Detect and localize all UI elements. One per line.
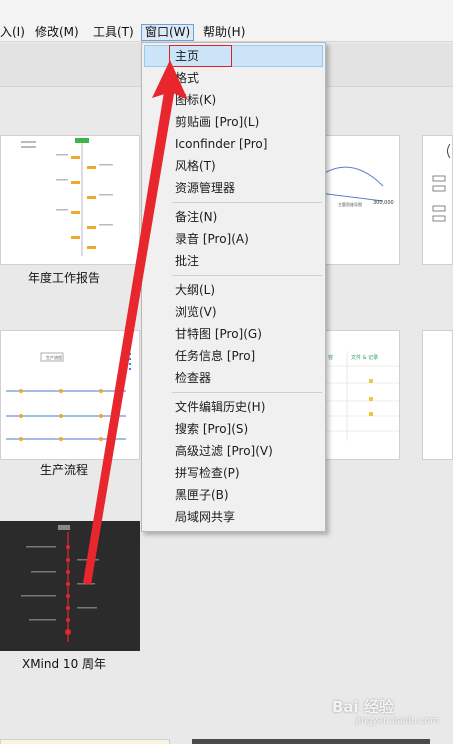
menu-item-format[interactable]: 格式 xyxy=(175,71,200,85)
menu-item-comments[interactable]: 批注 xyxy=(175,254,200,268)
template-caption: 年度工作报告 xyxy=(27,271,100,285)
menu-item-file-history[interactable]: 文件编辑历史(H) xyxy=(175,400,266,414)
template-thumb-annual-report[interactable] xyxy=(0,135,140,265)
table-col1-text: 容 xyxy=(328,354,333,361)
template-caption: 生产流程 xyxy=(39,463,88,477)
menu-item-black-box[interactable]: 黑匣子(B) xyxy=(175,488,229,502)
table-preview: 容 文件 & 记录 xyxy=(325,351,399,441)
menu-item-explorer[interactable]: 资源管理器 xyxy=(175,181,236,195)
template-thumb-partial[interactable] xyxy=(422,135,453,265)
menu-item-recording[interactable]: 录音 [Pro](A) xyxy=(175,232,249,246)
template-thumb-table[interactable]: 容 文件 & 记录 xyxy=(324,330,400,460)
window-menu-dropdown: 主页 格式 图标(K) 剪贴画 [Pro](L) Iconfinder [Pro… xyxy=(141,42,326,532)
watermark-logo: Bai 经验 xyxy=(332,698,394,716)
template-thumb-production[interactable]: 生产流程 xyxy=(0,330,140,460)
mindmap-center-text: 主题思维导图 xyxy=(338,201,362,207)
table-col2-text: 文件 & 记录 xyxy=(351,354,378,361)
flow-title-text: 生产流程 xyxy=(46,354,62,360)
template-thumb-partial-2[interactable] xyxy=(422,330,453,460)
flowchart-preview: 生产流程 xyxy=(6,352,131,441)
annotation-highlight-box xyxy=(169,45,232,67)
menu-bar: 入(I) 修改(M) 工具(T) 窗口(W) 帮助(H) xyxy=(0,0,453,42)
menu-item-home[interactable]: 主页 xyxy=(175,49,200,63)
menu-insert[interactable]: 入(I) xyxy=(0,25,25,39)
mindmap-preview xyxy=(21,138,113,256)
template-thumb-partial-bottom[interactable] xyxy=(0,739,170,744)
menu-highlight xyxy=(144,45,323,67)
menu-item-search[interactable]: 搜索 [Pro](S) xyxy=(175,422,249,436)
menu-item-task-info[interactable]: 任务信息 [Pro] xyxy=(175,349,256,363)
menu-item-browse[interactable]: 浏览(V) xyxy=(175,305,217,319)
mindmap-value-text: 300,000 xyxy=(373,200,394,206)
menu-separator xyxy=(172,275,322,276)
menu-item-advanced-filter[interactable]: 高级过滤 [Pro](V) xyxy=(175,444,273,458)
template-caption: XMind 10 周年 xyxy=(21,657,107,671)
menu-help[interactable]: 帮助(H) xyxy=(203,25,246,39)
menu-tools[interactable]: 工具(T) xyxy=(93,25,134,39)
menu-item-icons[interactable]: 图标(K) xyxy=(175,93,217,107)
menu-item-outline[interactable]: 大纲(L) xyxy=(175,283,216,297)
menu-modify[interactable]: 修改(M) xyxy=(35,25,79,39)
watermark-url: jingyan.baidu.com xyxy=(356,716,440,726)
menu-item-iconfinder[interactable]: Iconfinder [Pro] xyxy=(175,137,268,151)
mindmap-preview xyxy=(432,143,451,222)
menu-item-style[interactable]: 风格(T) xyxy=(175,159,216,173)
menu-item-clipart[interactable]: 剪贴画 [Pro](L) xyxy=(175,115,260,129)
menu-item-lan-share[interactable]: 局域网共享 xyxy=(175,510,236,524)
dark-mindmap-preview xyxy=(21,525,99,642)
menu-window[interactable]: 窗口(W) xyxy=(141,24,195,41)
menu-item-notes[interactable]: 备注(N) xyxy=(175,210,218,224)
menu-item-gantt[interactable]: 甘特图 [Pro](G) xyxy=(175,327,262,341)
menu-item-spell-check[interactable]: 拼写检查(P) xyxy=(175,466,240,480)
menu-item-inspector[interactable]: 检查器 xyxy=(175,371,212,385)
template-thumb-partial-bottom-2[interactable] xyxy=(192,739,430,744)
menu-separator xyxy=(172,202,322,203)
template-thumb-xmind10[interactable] xyxy=(0,521,140,651)
menu-separator xyxy=(172,392,322,393)
